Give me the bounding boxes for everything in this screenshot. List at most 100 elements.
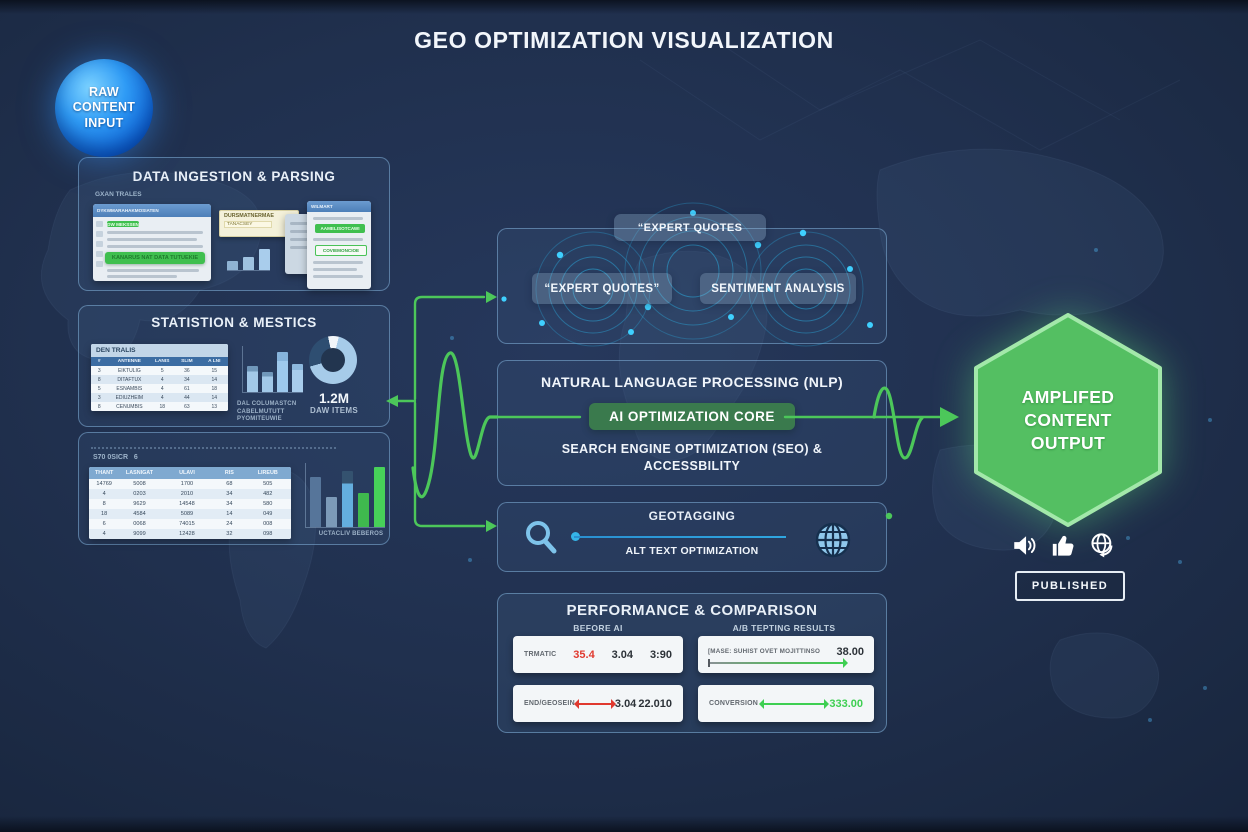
table-cell: 4: [102, 491, 106, 497]
stat-value: 1.2M: [318, 391, 349, 406]
table-cell: 34: [184, 376, 190, 383]
table-cell: 14: [211, 376, 218, 383]
bar: [292, 364, 303, 392]
table-header-cell: LANIS: [155, 359, 170, 364]
table-cell: 5008: [133, 481, 146, 487]
nlp-label: NATURAL LANGUAGE PROCESSING (NLP): [540, 374, 844, 390]
metric-value: 333.00: [829, 697, 863, 710]
table-cell: 44: [184, 394, 190, 401]
table-cell: 8: [102, 501, 106, 507]
chart-caption: UCTACLIV BEBEROS: [318, 531, 384, 537]
table-cell: 18: [159, 403, 165, 410]
table-cell: 505: [263, 481, 273, 487]
bar: [259, 249, 270, 270]
document-mockup-2: WILMART AAMELISOTCAWI COVIEMONCIOE: [307, 201, 371, 289]
table-cell: 34: [226, 491, 233, 497]
column-label-before: BEFORE AI: [573, 623, 623, 633]
table-header-cell: SLIM: [181, 359, 193, 364]
input-node-line: INPUT: [84, 115, 124, 130]
table-cell: 0068: [133, 521, 146, 527]
bar: [243, 257, 254, 270]
bar: [277, 352, 288, 392]
progress-arrow: [708, 657, 848, 668]
table-caption: DEN TRALIS: [91, 344, 228, 357]
seo-label: SEARCH ENGINE OPTIMIZATION (SEO) &: [561, 442, 823, 456]
connector-line: [574, 536, 786, 538]
table-cell: 482: [263, 491, 273, 497]
bar: [262, 372, 273, 392]
table-cell: 008: [263, 521, 273, 527]
table-cell: 9629: [133, 501, 146, 507]
parse-button-mock: KANARUS NAT DATA TUTUEKIE: [105, 252, 205, 264]
column-label-ab: A/B TEPTING RESULTS: [732, 623, 836, 633]
metric-value: 22.010: [638, 697, 672, 710]
table-cell: 68: [226, 481, 233, 487]
panel-title: DATA INGESTION & PARSING: [132, 169, 336, 184]
metric-card: TRMATIC 35.4 3.04 3:90: [513, 636, 683, 673]
expert-quotes-button[interactable]: “EXPERT QUOTES”: [532, 273, 672, 304]
panel-subtag: S70 0SICR 6: [93, 454, 138, 461]
green-chip: AAMELISOTCAWI: [315, 224, 365, 233]
bar: [227, 261, 238, 270]
table-cell: 6: [102, 521, 106, 527]
table-cell: 2010: [180, 491, 194, 497]
table-cell: 4: [160, 385, 164, 392]
table-cell: 14: [211, 394, 218, 401]
speaker-icon[interactable]: [1012, 532, 1039, 559]
comparison-bar-chart: [305, 463, 385, 528]
table-header-cell: RIS: [224, 470, 234, 476]
bar: [374, 467, 385, 527]
bar: [358, 493, 369, 527]
accessibility-label: ACCESSBILITY: [643, 459, 741, 473]
panel-geotagging: GEOTAGGING ALT TEXT OPTIMIZATION: [497, 502, 887, 572]
table-cell: 18: [101, 511, 108, 517]
table-cell: 4: [160, 394, 164, 401]
table-cell: 14769: [96, 481, 112, 487]
raw-content-input-node: RAW CONTENT INPUT: [55, 59, 153, 157]
table-cell: 24: [226, 521, 233, 527]
table-cell: 12428: [179, 531, 195, 537]
outline-chip: COVIEMONCIOE: [315, 245, 367, 256]
output-node-line: CONTENT: [1024, 410, 1112, 430]
table-header-cell: LASNIGAT: [125, 470, 154, 476]
table-cell: 5: [160, 367, 164, 374]
table-header-cell: LIREUB: [257, 470, 278, 476]
metric-card: [MASE: SUHIST OVET MOJITTINSO 38.00: [698, 636, 874, 673]
table-cell: 18: [211, 385, 218, 392]
thumbs-up-icon[interactable]: [1050, 532, 1077, 559]
bar: [326, 497, 337, 527]
table-row: 4 0203 2010 34 482: [89, 489, 291, 499]
table-header-cell: A LNI: [208, 359, 221, 364]
table-cell: 4: [160, 376, 164, 383]
table-cell: ESNAMBIS: [116, 385, 143, 392]
table-cell: EIKTULIG: [117, 367, 141, 374]
table-cell: 61: [184, 385, 190, 392]
table-cell: 74015: [179, 521, 195, 527]
table-cell: 1700: [180, 481, 194, 487]
table-cell: 580: [263, 501, 273, 507]
ai-optimization-core-button[interactable]: AI OPTIMIZATION CORE: [589, 403, 795, 430]
metric-value: 38.00: [836, 645, 864, 658]
table-cell: 0203: [133, 491, 146, 497]
globe-share-icon[interactable]: [1088, 531, 1117, 560]
note-line: DURSMATNERMAE: [224, 213, 274, 219]
expert-quotes-header-pill[interactable]: “EXPERT QUOTES: [614, 214, 766, 241]
panel-subtag: GXAN TRALES: [95, 191, 142, 198]
panel-expert-quotes: “EXPERT QUOTES “EXPERT QUOTES” SENTIMENT…: [497, 202, 887, 347]
amplified-content-output-node: AMPLIFED CONTENT OUTPUT: [964, 308, 1172, 532]
table-cell: 9099: [133, 531, 146, 537]
published-button[interactable]: PUBLISHED: [1015, 571, 1125, 601]
table-row: 14769 5008 1700 68 505: [89, 479, 291, 489]
table-cell: 14: [226, 511, 233, 517]
metric-card: END/GEOSEIN 3.04 22.010: [513, 685, 683, 722]
metric-card: CONVERSION 333.00: [698, 685, 874, 722]
sentiment-analysis-button[interactable]: SENTIMENT ANALYSIS: [700, 273, 856, 304]
